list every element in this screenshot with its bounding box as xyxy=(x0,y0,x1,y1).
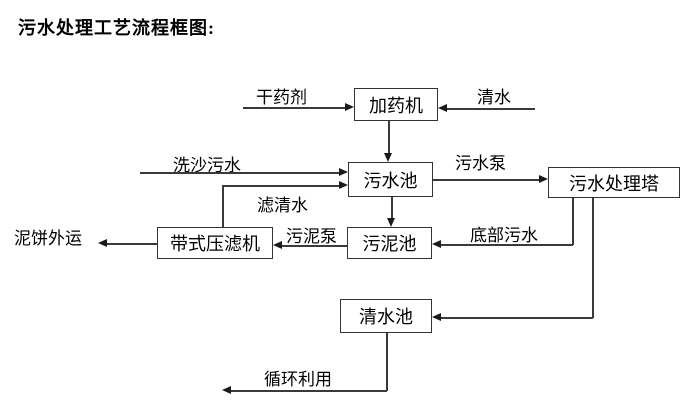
label-sand-washing-sewage: 洗沙污水 xyxy=(173,156,241,175)
label-sludge-pump: 污泥泵 xyxy=(286,227,337,246)
line-clean-water xyxy=(447,108,535,110)
line-mud-cake xyxy=(107,243,157,245)
node-sewage-pool: 污水池 xyxy=(348,162,433,197)
arrowhead-left-icon xyxy=(432,313,441,321)
node-treatment-tower: 污水处理塔 xyxy=(548,167,680,198)
label-clean-water: 清水 xyxy=(477,88,511,107)
line-filtered-water xyxy=(222,185,340,187)
label-dry-agent: 干药剂 xyxy=(256,88,307,107)
arrowhead-right-icon xyxy=(339,168,348,176)
line-filtered-riser xyxy=(222,185,224,227)
label-mud-cake-out: 泥饼外运 xyxy=(14,229,82,248)
line-tower-to-clean-pool xyxy=(441,317,593,319)
arrowhead-left-icon xyxy=(273,241,282,249)
arrowhead-left-icon xyxy=(438,104,447,112)
line-sludge-pump xyxy=(282,245,347,247)
arrowhead-right-icon xyxy=(345,103,354,111)
arrowhead-right-icon xyxy=(539,175,548,183)
label-recycle-use: 循环利用 xyxy=(264,370,332,389)
line-dry-agent xyxy=(243,107,346,109)
line-sand-washing xyxy=(140,172,340,174)
label-bottom-sewage: 底部污水 xyxy=(470,226,538,245)
node-dosing-machine: 加药机 xyxy=(354,88,438,121)
arrowhead-left-icon xyxy=(98,239,107,247)
line-sewage-pump xyxy=(433,179,539,181)
arrowhead-down-icon xyxy=(387,218,395,227)
line-recycle xyxy=(230,390,387,392)
line-bottom-sewage xyxy=(441,244,573,246)
line-sewage-to-sludge xyxy=(391,197,393,219)
line-tower-drop-2 xyxy=(592,198,594,318)
arrowhead-left-icon xyxy=(432,240,441,248)
node-clean-water-pool: 清水池 xyxy=(340,299,432,333)
label-filtered-water: 滤清水 xyxy=(257,196,308,215)
line-dosing-to-sewage xyxy=(388,121,390,154)
line-tower-drop-1 xyxy=(572,198,574,245)
line-clean-pool-drop xyxy=(386,333,388,391)
node-sludge-pool: 污泥池 xyxy=(347,227,432,259)
arrowhead-left-icon xyxy=(222,386,231,394)
arrowhead-right-icon xyxy=(339,181,348,189)
node-belt-filter-press: 带式压滤机 xyxy=(157,227,273,259)
label-sewage-pump: 污水泵 xyxy=(455,154,506,173)
diagram-title: 污水处理工艺流程框图: xyxy=(18,18,215,38)
arrowhead-down-icon xyxy=(384,153,392,162)
